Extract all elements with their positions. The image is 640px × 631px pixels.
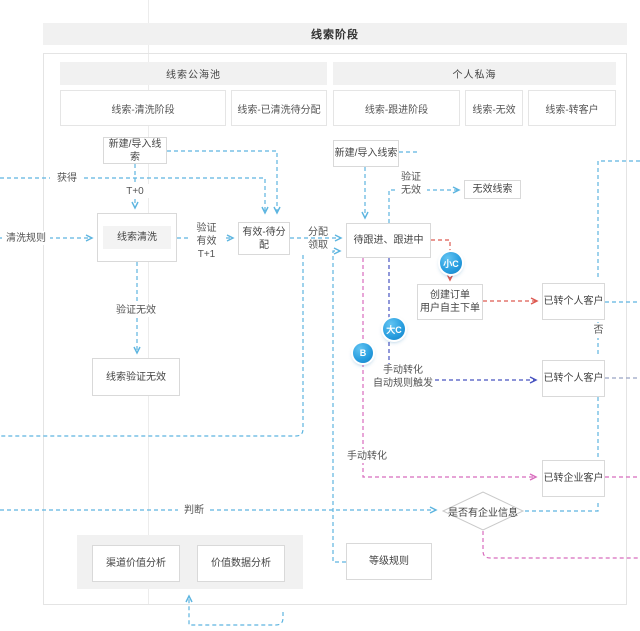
- node-create-import-left: 新建/导入线索: [103, 137, 167, 164]
- lane-header-public-pool: 线索公海池: [60, 62, 327, 85]
- node-lead-cleaning: 线索清洗: [97, 213, 177, 262]
- node-lead-cleaning-inner: 线索清洗: [103, 226, 171, 249]
- node-create-import-right: 新建/导入线索: [333, 140, 399, 167]
- edge-label-acquire: 获得: [50, 171, 84, 185]
- node-create-order-line2: 用户自主下单: [420, 303, 480, 314]
- edge-label-verify-valid: 验证 有效 T+1: [190, 222, 223, 261]
- badge-big-c: 大C: [383, 318, 405, 340]
- node-valid-to-assign: 有效-待分配: [238, 222, 290, 255]
- node-value-data-analysis: 价值数据分析: [197, 545, 285, 582]
- badge-b: B: [353, 343, 373, 363]
- node-level-rules: 等级规则: [346, 543, 432, 580]
- decision-has-enterprise-info: 是否有企业信息: [448, 507, 518, 519]
- edge-label-manual-convert-auto: 手动转化 自动规则触发: [372, 364, 434, 392]
- node-converted-personal-top: 已转个人客户: [542, 283, 605, 320]
- node-invalid-lead: 无效线索: [464, 180, 521, 199]
- stage-box-cleaning: 线索-清洗阶段: [60, 90, 226, 126]
- node-create-order: 创建订单 用户自主下单: [417, 284, 483, 320]
- stage-box-invalid: 线索-无效: [465, 90, 523, 126]
- edge-label-no: 否: [590, 323, 607, 338]
- edge-label-judge: 判断: [178, 503, 210, 517]
- edge-label-verify-invalid: 验证无效: [112, 303, 160, 317]
- stage-box-follow: 线索-跟进阶段: [333, 90, 460, 126]
- edge-label-manual-convert: 手动转化: [343, 449, 391, 463]
- badge-small-c: 小C: [440, 252, 462, 274]
- stage-box-cleaned-pending: 线索-已清洗待分配: [231, 90, 327, 126]
- diagram-title: 线索阶段: [43, 23, 627, 45]
- lane-header-private-sea: 个人私海: [333, 62, 616, 85]
- node-converted-enterprise: 已转企业客户: [542, 460, 605, 497]
- edge-label-t-plus-0: T+0: [120, 184, 150, 198]
- node-channel-value-analysis: 渠道价值分析: [92, 545, 180, 582]
- edge-label-assign-claim: 分配 领取: [308, 227, 328, 251]
- node-converted-personal-mid: 已转个人客户: [542, 360, 605, 397]
- edge-label-verify-invalid-short: 验证 无效: [395, 171, 427, 199]
- stage-box-to-customer: 线索-转客户: [528, 90, 616, 126]
- diagram-frame: [43, 53, 627, 605]
- edge-label-cleaning-rules: 清洗规则: [2, 231, 50, 245]
- node-to-follow-following: 待跟进、跟进中: [346, 223, 431, 258]
- node-create-order-line1: 创建订单: [430, 290, 470, 301]
- node-lead-verify-invalid: 线索验证无效: [92, 358, 180, 396]
